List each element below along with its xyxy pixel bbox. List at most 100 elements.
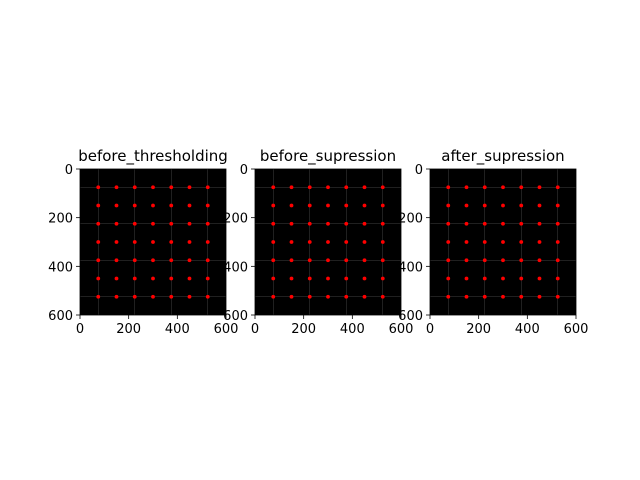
board-square-dark <box>328 278 347 297</box>
board-square-dark <box>134 260 153 279</box>
corner-marker <box>446 276 451 281</box>
corner-marker <box>289 203 294 208</box>
corner-marker <box>482 221 487 226</box>
board-square-dark <box>364 278 383 297</box>
board-square-dark <box>382 187 401 206</box>
board-square-dark <box>539 187 558 206</box>
board-square-dark <box>309 278 328 297</box>
board-square-dark <box>382 169 401 188</box>
board-square-dark <box>273 223 292 242</box>
board-square-dark <box>116 296 135 315</box>
corner-marker <box>205 221 210 226</box>
board-square-dark <box>207 205 226 224</box>
corner-marker <box>446 185 451 190</box>
board-square-dark <box>255 278 274 297</box>
board-square-dark <box>557 296 576 315</box>
board-square-dark <box>346 260 365 279</box>
corner-marker <box>482 258 487 263</box>
y-tick-label: 0 <box>240 163 248 178</box>
corner-marker <box>96 294 101 299</box>
board-square-dark <box>189 260 208 279</box>
board-square-dark <box>430 187 449 206</box>
board-square-dark <box>291 278 310 297</box>
corner-marker <box>132 221 137 226</box>
board-square-dark <box>521 205 540 224</box>
corner-marker <box>482 240 487 244</box>
corner-marker <box>380 185 385 190</box>
corner-marker <box>344 203 349 208</box>
corner-marker <box>114 185 119 190</box>
board-square-dark <box>364 223 383 242</box>
corner-marker <box>555 258 560 263</box>
board-square-dark <box>189 242 208 261</box>
corner-marker <box>519 221 524 226</box>
board-square-dark <box>448 187 467 206</box>
corner-marker <box>501 294 505 299</box>
corner-marker <box>307 203 312 208</box>
board-square-dark <box>116 278 135 297</box>
board-square-dark <box>346 242 365 261</box>
board-square-dark <box>382 296 401 315</box>
corner-marker <box>307 221 312 226</box>
board-square-dark <box>346 187 365 206</box>
board-square-dark <box>189 169 208 188</box>
board-square-dark <box>134 296 153 315</box>
corner-marker <box>289 294 294 299</box>
board-square-dark <box>189 296 208 315</box>
corner-marker <box>537 294 542 299</box>
board-square-dark <box>364 242 383 261</box>
corner-marker <box>326 203 330 208</box>
board-square-dark <box>430 260 449 279</box>
corner-marker <box>464 221 469 226</box>
corner-marker <box>380 221 385 226</box>
board-square-dark <box>291 205 310 224</box>
board-square-dark <box>116 223 135 242</box>
corner-marker <box>326 185 330 190</box>
board-square-dark <box>153 278 172 297</box>
board-square-dark <box>382 278 401 297</box>
board-square-dark <box>539 242 558 261</box>
board-square-dark <box>382 260 401 279</box>
corner-marker <box>132 203 137 208</box>
corner-marker <box>362 276 367 281</box>
board-square-dark <box>557 187 576 206</box>
corner-marker <box>362 185 367 190</box>
corner-marker <box>537 185 542 190</box>
board-square-dark <box>80 296 99 315</box>
y-tick-label: 0 <box>65 163 73 178</box>
corner-marker <box>114 221 119 226</box>
board-square-dark <box>557 169 576 188</box>
corner-marker <box>555 185 560 190</box>
board-square-dark <box>328 242 347 261</box>
board-square-dark <box>273 187 292 206</box>
board-square-dark <box>291 242 310 261</box>
board-square-dark <box>346 223 365 242</box>
corner-marker <box>482 294 487 299</box>
board-square-dark <box>309 296 328 315</box>
corner-marker <box>169 294 174 299</box>
board-square-dark <box>346 169 365 188</box>
board-square-dark <box>309 260 328 279</box>
corner-marker <box>114 258 119 263</box>
axes-frame <box>254 168 402 316</box>
corner-marker <box>537 203 542 208</box>
board-square-dark <box>430 296 449 315</box>
board-square-dark <box>189 187 208 206</box>
board-square-dark <box>189 205 208 224</box>
board-square-dark <box>328 260 347 279</box>
board-square-dark <box>273 242 292 261</box>
corner-marker <box>205 203 210 208</box>
board-square-dark <box>448 278 467 297</box>
board-square-dark <box>116 205 135 224</box>
board-square-dark <box>255 260 274 279</box>
board-square-dark <box>466 223 485 242</box>
corner-marker <box>169 258 174 263</box>
corner-marker <box>446 221 451 226</box>
board-square-dark <box>521 260 540 279</box>
board-square-dark <box>134 278 153 297</box>
corner-marker <box>555 276 560 281</box>
board-square-dark <box>466 187 485 206</box>
board-square-dark <box>521 296 540 315</box>
